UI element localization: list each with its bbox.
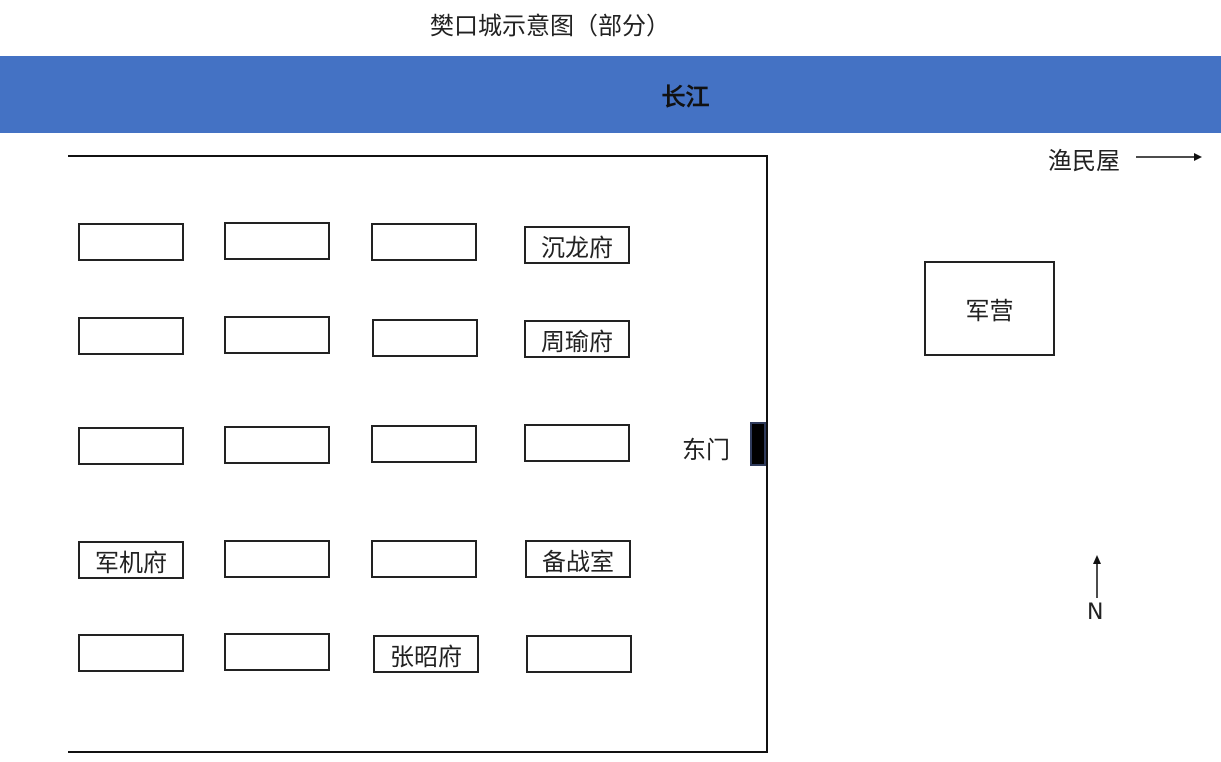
river-band: 长江 bbox=[0, 56, 1221, 133]
building-r3c3 bbox=[371, 425, 477, 463]
east-gate bbox=[750, 422, 766, 466]
city-wall-south bbox=[68, 751, 768, 753]
building-r3c2 bbox=[224, 426, 330, 464]
building-r2c1 bbox=[78, 317, 184, 355]
city-wall-east bbox=[766, 155, 768, 753]
building-r2c2 bbox=[224, 316, 330, 354]
building-r5c1 bbox=[78, 634, 184, 672]
building-r5c4 bbox=[526, 635, 632, 673]
building-r1c1 bbox=[78, 223, 184, 261]
building-r3c4 bbox=[524, 424, 630, 462]
city-wall-north bbox=[68, 155, 768, 157]
building-war-room: 备战室 bbox=[525, 540, 631, 578]
page-title: 樊口城示意图（部分） bbox=[430, 12, 670, 40]
building-zhouyu-mansion: 周瑜府 bbox=[524, 320, 630, 358]
building-r3c1 bbox=[78, 427, 184, 465]
building-junji-mansion: 军机府 bbox=[78, 541, 184, 579]
army-camp: 军营 bbox=[924, 261, 1055, 356]
building-r5c2 bbox=[224, 633, 330, 671]
fisher-houses-label: 渔民屋 bbox=[1048, 147, 1120, 175]
building-r4c2 bbox=[224, 540, 330, 578]
building-r4c3 bbox=[371, 540, 477, 578]
east-arrow-icon bbox=[1136, 153, 1202, 161]
east-gate-label: 东门 bbox=[682, 436, 730, 464]
building-r2c3 bbox=[372, 319, 478, 357]
river-label: 长江 bbox=[661, 83, 710, 111]
building-zhangzhao-mansion: 张昭府 bbox=[373, 635, 479, 673]
building-r1c2 bbox=[224, 222, 330, 260]
north-label: N bbox=[1087, 600, 1104, 625]
building-r1c3 bbox=[371, 223, 477, 261]
building-chenlong-mansion: 沉龙府 bbox=[524, 226, 630, 264]
north-arrow-icon bbox=[1093, 555, 1101, 598]
